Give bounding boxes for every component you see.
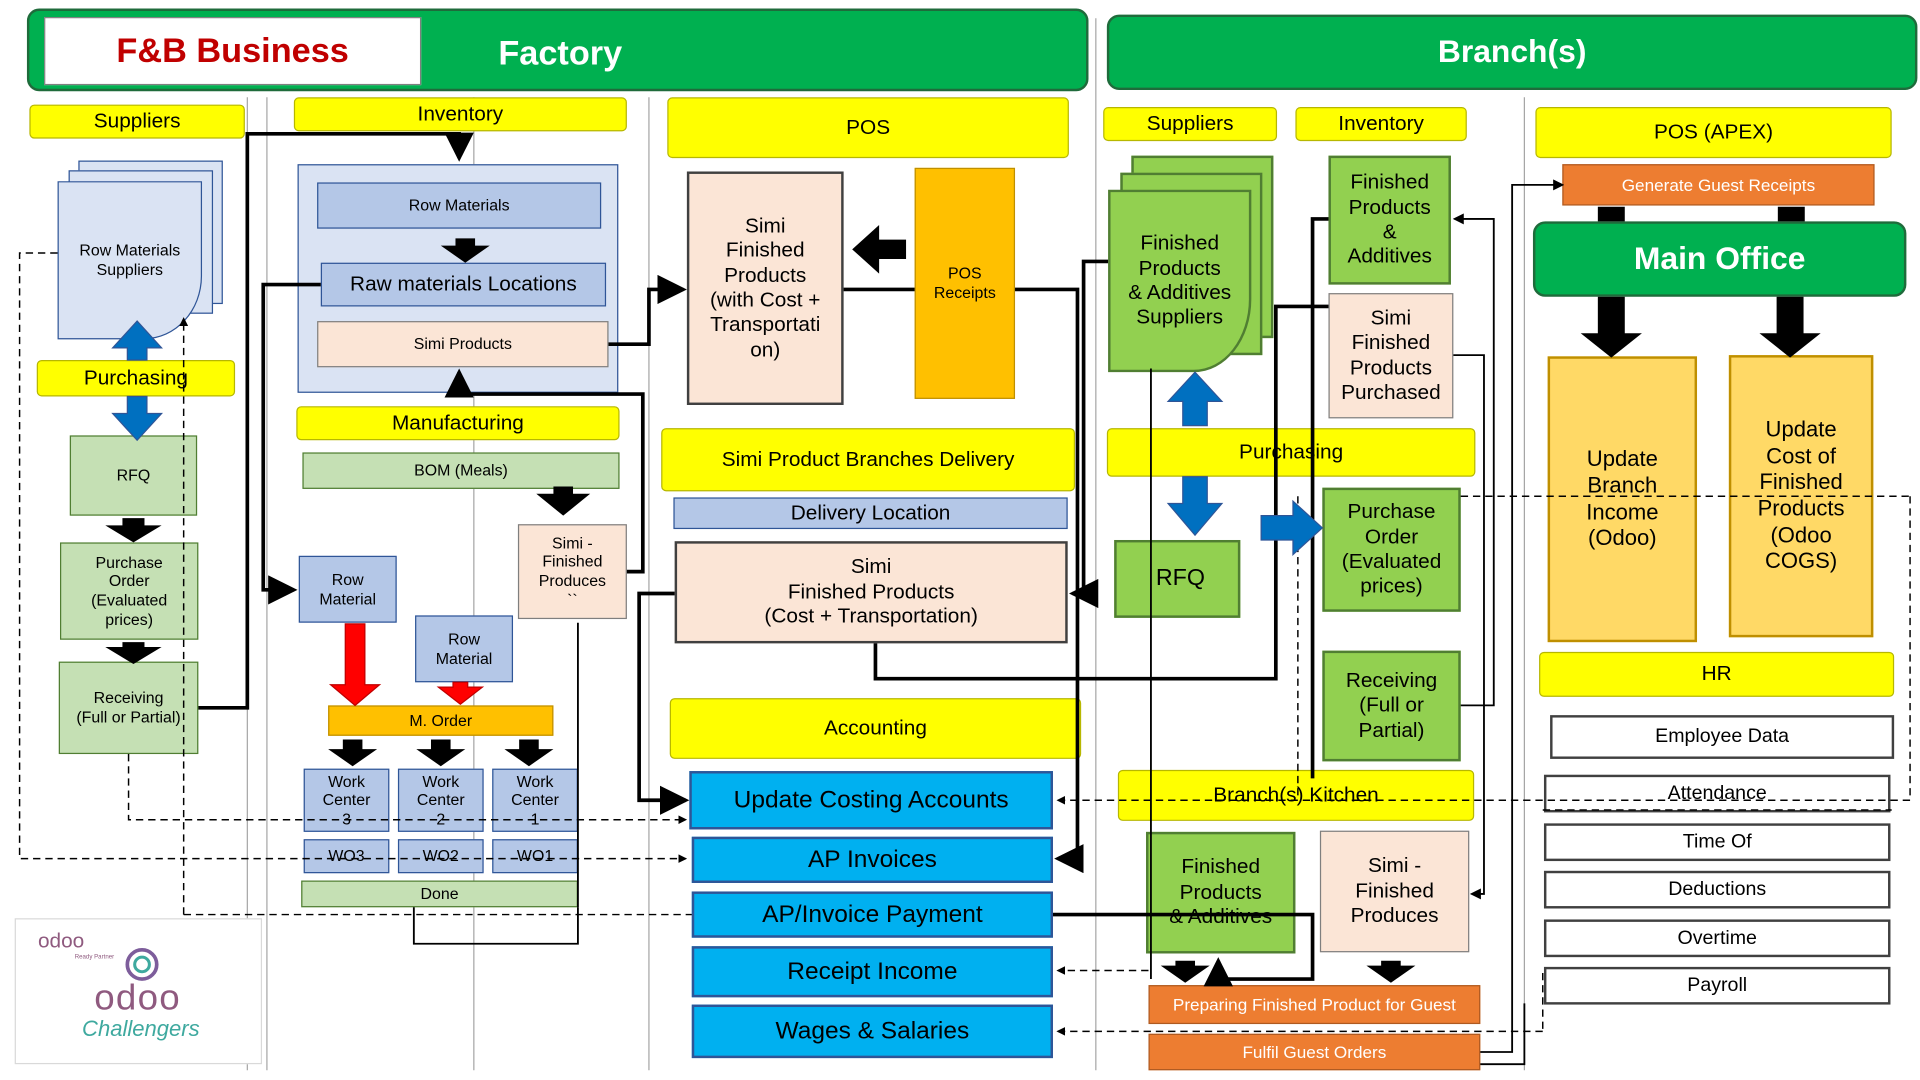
branch-suppliers-label: Suppliers: [1103, 107, 1278, 142]
delivery-simi-finished: Simi Finished Products (Cost + Transport…: [674, 541, 1068, 644]
work-center-3: Work Center 3: [303, 768, 390, 832]
wo1: WO1: [492, 839, 578, 874]
update-costing-accounts: Update Costing Accounts: [689, 771, 1053, 830]
delivery-location: Delivery Location: [673, 497, 1068, 530]
bom-meals: BOM (Meals): [302, 452, 620, 489]
wo2: WO2: [397, 839, 484, 874]
branches-header: Branch(s): [1106, 14, 1918, 90]
branch-rfq: RFQ: [1114, 539, 1241, 618]
business-title: F&B Business: [44, 17, 422, 86]
branch-receiving: Receiving (Full or Partial): [1322, 650, 1461, 762]
row-material-1: Row Material: [298, 555, 397, 623]
branch-inventory-label: Inventory: [1295, 107, 1467, 142]
generate-guest-receipts: Generate Guest Receipts: [1562, 164, 1875, 206]
work-center-2: Work Center 2: [397, 768, 484, 832]
pos-label: POS: [667, 97, 1069, 159]
pos-receipts: POS Receipts: [914, 167, 1016, 399]
hr-deductions: Deductions: [1543, 870, 1891, 909]
manufacturing-label: Manufacturing: [296, 406, 620, 441]
branch-kitchen-label: Branch(s) Kitchen: [1117, 769, 1475, 821]
row-materials-suppliers: Row Materials Suppliers: [57, 181, 203, 340]
ready-partner-text: Ready Partner: [74, 953, 115, 961]
simi-products-box: Simi Products: [317, 321, 609, 368]
simi-finished-produces: Simi - Finished Produces ``: [517, 524, 627, 620]
factory-receiving: Receiving (Full or Partial): [58, 661, 199, 755]
row-material-2: Row Material: [415, 615, 514, 683]
challengers-logo-text: Challengers: [82, 1016, 200, 1042]
odoo-big-logo: odoo: [94, 977, 181, 1018]
factory-purchase-order: Purchase Order (Evaluated prices): [59, 542, 199, 640]
kitchen-simi-finished: Simi - Finished Produces: [1319, 830, 1470, 953]
ap-invoices: AP Invoices: [691, 836, 1053, 883]
simi-finished-purchased: Simi Finished Products Purchased: [1328, 293, 1454, 419]
raw-materials-locations: Raw materials Locations: [320, 262, 607, 307]
hr-attendance: Attendance: [1543, 774, 1891, 813]
update-cost-finished: Update Cost of Finished Products (Odoo C…: [1728, 355, 1874, 638]
hr-payroll: Payroll: [1543, 966, 1891, 1005]
update-branch-income: Update Branch Income (Odoo): [1547, 356, 1698, 643]
accounting-label: Accounting: [669, 698, 1082, 759]
pos-simi-finished-products: Simi Finished Products (with Cost + Tran…: [686, 171, 844, 405]
pos-apex-label: POS (APEX): [1535, 107, 1892, 159]
hr-overtime: Overtime: [1543, 919, 1891, 958]
hr-employee-data: Employee Data: [1550, 715, 1895, 759]
delivery-label: Simi Product Branches Delivery: [661, 428, 1076, 492]
inventory-fp-additives: Finished Products & Additives: [1328, 155, 1451, 285]
hr-label: HR: [1539, 651, 1895, 697]
factory-purchasing: Purchasing: [36, 359, 236, 397]
fp-additives-suppliers: Finished Products & Additives Suppliers: [1108, 189, 1252, 373]
challengers-circle-icon: [125, 948, 159, 981]
main-office: Main Office: [1532, 221, 1907, 297]
ap-invoice-payment: AP/Invoice Payment: [691, 891, 1053, 938]
done-box: Done: [301, 880, 578, 908]
fulfil-guest-orders: Fulfil Guest Orders: [1148, 1033, 1481, 1071]
wo3: WO3: [303, 839, 390, 874]
factory-title: Factory: [498, 34, 623, 72]
hr-time-of: Time Of: [1543, 823, 1891, 862]
work-center-1: Work Center 1: [492, 768, 578, 832]
branch-purchase-order: Purchase Order (Evaluated prices): [1322, 487, 1461, 612]
factory-header: F&B Business Factory: [26, 8, 1089, 92]
odoo-small-logo: odoo: [37, 929, 85, 953]
m-order: M. Order: [328, 705, 554, 736]
factory-suppliers-label: Suppliers: [29, 104, 245, 139]
receipt-income: Receipt Income: [691, 946, 1053, 998]
factory-inventory-label: Inventory: [293, 97, 627, 132]
preparing-finished-product: Preparing Finished Product for Guest: [1148, 985, 1481, 1025]
row-materials-box: Row Materials: [317, 182, 602, 229]
kitchen-fp-additives: Finished Products & Additives: [1146, 831, 1296, 954]
branch-purchasing: Purchasing: [1106, 428, 1476, 477]
logo-panel: odoo Ready Partner odoo Challengers: [14, 918, 263, 1065]
wages-salaries: Wages & Salaries: [691, 1004, 1053, 1059]
